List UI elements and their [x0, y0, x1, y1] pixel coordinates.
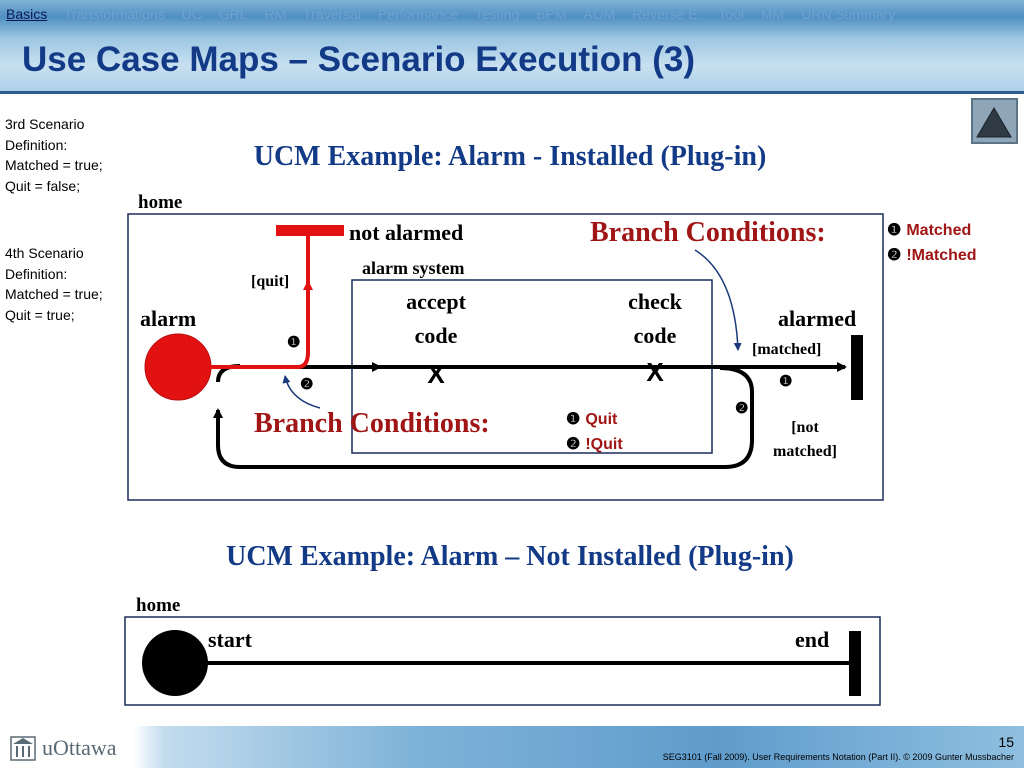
guard-not-matched-line1: [not — [791, 419, 819, 436]
nav-item-basics[interactable]: Basics — [6, 6, 48, 22]
uottawa-logo: uOttawa — [10, 734, 117, 762]
home-label-2: home — [136, 595, 180, 616]
home-container-2 — [124, 616, 881, 706]
logo-text: uOttawa — [42, 735, 117, 760]
nav-item-traversal[interactable]: Traversal — [303, 6, 361, 22]
nav-item-tool[interactable]: Tool — [718, 6, 744, 22]
nav-item-uc[interactable]: UC — [181, 6, 202, 22]
branch-conditions-bottom-pointer — [282, 375, 321, 409]
nav-item-reverse-e[interactable]: Reverse E. — [632, 6, 702, 22]
end-label: end — [795, 627, 829, 652]
active-path-quit — [210, 280, 313, 369]
triangle-up-icon — [976, 107, 1012, 138]
slide-footer: uOttawa 15 SEG3101 (Fall 2009). User Req… — [0, 726, 1024, 768]
branch-marker-1-matched: ❶ — [779, 373, 792, 390]
nav-item-rm[interactable]: RM — [264, 6, 287, 22]
slide-header: Basics Transformations UC GRL RM Travers… — [0, 0, 1024, 94]
scenario-4-definition: 4th Scenario Definition: Matched = true;… — [5, 243, 103, 325]
footer-credits: SEG3101 (Fall 2009). User Requirements N… — [662, 752, 1014, 762]
diagram2-heading: UCM Example: Alarm – Not Installed (Plug… — [226, 541, 794, 572]
start-point — [142, 630, 208, 696]
responsibility-check-code: X — [646, 357, 664, 387]
branch-conditions-top-title: Branch Conditions: — [590, 217, 826, 248]
nav-item-bpm[interactable]: BPM — [536, 6, 567, 22]
nav-item-performance[interactable]: Performance — [377, 6, 458, 22]
building-icon — [10, 736, 36, 761]
accept-code-line1: accept — [406, 289, 467, 314]
branch-marker-1-quit: ❶ — [287, 334, 300, 351]
home-label: home — [138, 192, 182, 213]
branch-marker-2-quit: ❷ — [300, 376, 313, 393]
branch-marker-2-matched: ❷ — [735, 400, 748, 417]
responsibility-accept-code: X — [427, 359, 445, 389]
scenario-line: Definition: — [5, 136, 68, 153]
guard-quit: [quit] — [251, 273, 289, 290]
home-container — [127, 213, 884, 501]
not-alarmed-end-bar — [276, 225, 344, 236]
nav-item-transformations[interactable]: Transformations — [64, 6, 165, 22]
accept-code-line2: code — [415, 323, 458, 348]
scenario-line: Definition: — [5, 265, 68, 282]
not-alarmed-label: not alarmed — [349, 220, 463, 245]
condition-not-quit: ❷!Quit — [566, 436, 623, 453]
nav-item-testing[interactable]: Testing — [474, 6, 520, 22]
scenario-line: Matched = true; — [5, 157, 103, 173]
section-nav: Basics Transformations UC GRL RM Travers… — [6, 6, 908, 26]
scenario-line: 3rd Scenario — [5, 116, 85, 132]
condition-not-matched: ❷!Matched — [887, 247, 977, 264]
alarmed-end-bar — [851, 335, 863, 400]
scenario-line: Matched = true; — [5, 286, 103, 302]
page-number: 15 — [998, 734, 1014, 750]
scenario-line: 4th Scenario — [5, 245, 84, 261]
alarm-start-point — [144, 333, 212, 401]
diagram1-heading: UCM Example: Alarm - Installed (Plug-in) — [254, 141, 767, 172]
check-code-line2: code — [634, 323, 677, 348]
branch-conditions-top-pointer — [694, 249, 742, 351]
loop-path — [213, 366, 754, 469]
alarm-system-label: alarm system — [362, 258, 464, 278]
nav-item-mm[interactable]: MM — [760, 6, 785, 22]
branch-conditions-bottom-title: Branch Conditions: — [254, 408, 490, 439]
scenario-3-definition: 3rd Scenario Definition: Matched = true;… — [5, 114, 103, 196]
scenario-line: Quit = false; — [5, 177, 81, 194]
navigate-up-button[interactable] — [971, 98, 1018, 144]
scenario-line: Quit = true; — [5, 306, 75, 323]
alarm-label: alarm — [140, 306, 196, 331]
slide-title: Use Case Maps – Scenario Execution (3) — [22, 40, 696, 79]
guard-not-matched-line2: matched] — [773, 443, 837, 460]
end-bar — [849, 631, 861, 696]
guard-matched: [matched] — [752, 341, 821, 358]
nav-item-grl[interactable]: GRL — [218, 6, 248, 22]
alarmed-label: alarmed — [778, 306, 856, 331]
start-label: start — [208, 627, 253, 652]
check-code-line1: check — [628, 289, 683, 314]
nav-item-urn-summary[interactable]: URN Summary — [801, 6, 896, 22]
nav-item-aom[interactable]: AOM — [583, 6, 616, 22]
